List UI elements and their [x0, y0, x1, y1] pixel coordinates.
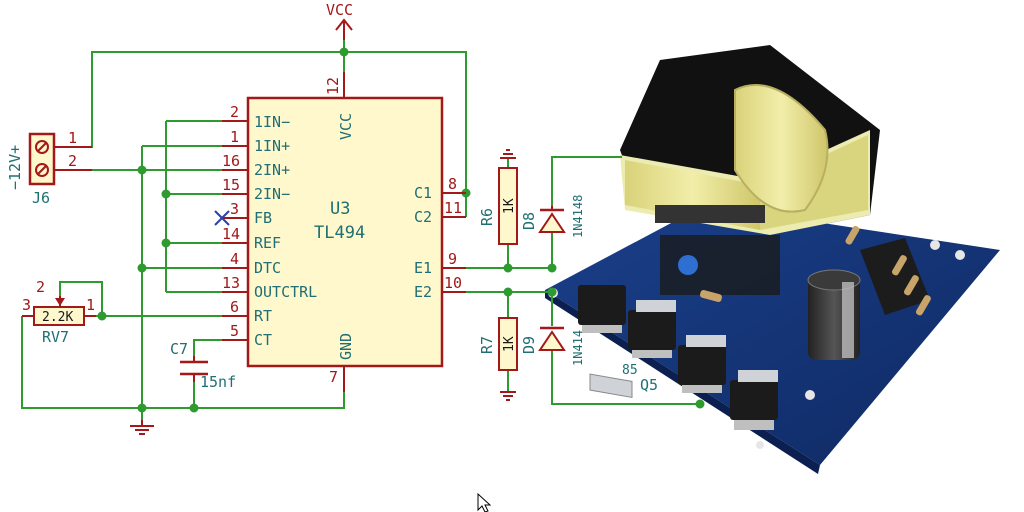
mosfet-q2	[628, 300, 676, 358]
junction-dots	[97, 47, 705, 413]
r7-value: 1K	[502, 336, 517, 352]
pin-name: 2IN+	[254, 161, 290, 179]
rv7-pin3: 3	[22, 296, 31, 314]
mosfet-q1	[578, 285, 633, 399]
rv7-pin1: 1	[86, 296, 95, 314]
ic-ref: U3	[330, 199, 350, 219]
inverter-board-photo: 85	[545, 45, 1000, 474]
capacitor-c7: C7 15nf	[170, 340, 236, 391]
pin-name: 1IN+	[254, 137, 290, 155]
j6-ref: J6	[32, 189, 50, 207]
resistor-part	[700, 289, 722, 303]
pin-num: 2	[230, 103, 239, 121]
r6-value: 1K	[502, 198, 517, 214]
ic-body	[246, 96, 444, 368]
potentiometer-rv7: 2.2K 2 3 1 RV7	[22, 278, 96, 346]
mosfet-q3	[678, 335, 726, 393]
ground-symbol-left	[130, 420, 154, 435]
pin-name: FB	[254, 209, 272, 227]
ic-left-pin-stubs	[222, 72, 466, 392]
r6-ref: R6	[478, 208, 496, 226]
pin-name: CT	[254, 331, 272, 349]
pin-num: 8	[448, 175, 457, 193]
no-connect-marker	[214, 210, 230, 226]
pin-num: 16	[222, 152, 240, 170]
ground-symbol-r6	[500, 149, 516, 159]
pin-name: REF	[254, 234, 281, 252]
vcc-label: VCC	[326, 1, 353, 19]
vcc-power-symbol: VCC	[326, 1, 353, 40]
d9-ref: D9	[520, 336, 538, 354]
j6-pin1: 1	[68, 129, 77, 147]
dip-ic	[860, 238, 930, 315]
c7-value: 15nf	[200, 373, 236, 391]
pin-num: 1	[230, 128, 239, 146]
vcc-pin-name: VCC	[337, 113, 355, 140]
rv7-ref: RV7	[42, 328, 69, 346]
connector-j6: 1 2 −12V+ J6	[6, 129, 92, 207]
pin-num: 14	[222, 225, 240, 243]
ceramic-capacitor	[678, 255, 698, 275]
pin-num: 13	[222, 274, 240, 292]
ground-symbol-r7	[500, 391, 516, 401]
c7-ref: C7	[170, 340, 188, 358]
d8-ref: D8	[520, 212, 538, 230]
d9-value: 1N414	[571, 330, 585, 366]
pin-num: 6	[230, 298, 239, 316]
pin-name: E2	[414, 283, 432, 301]
q5-label: Q5	[640, 376, 658, 394]
pin-num-bottom: 7	[329, 368, 338, 386]
pin-num: 11	[444, 199, 462, 217]
resistor-r7: 1K R7	[478, 317, 518, 371]
pin-name: C2	[414, 208, 432, 226]
ic-value: TL494	[314, 223, 365, 243]
pin-name: 2IN−	[254, 185, 290, 203]
pin-num: 3	[230, 200, 239, 218]
electrolytic-capacitor	[807, 269, 861, 360]
pin-name: C1	[414, 184, 432, 202]
resistor-r6: 1K R6	[478, 167, 518, 245]
transformer	[620, 45, 880, 295]
pin-num: 4	[230, 250, 239, 268]
pin-num-top: 12	[324, 77, 342, 95]
pin-num: 10	[444, 274, 462, 292]
ic-u3: 2 1 16 15 3 14 4 13 6 5 1IN− 1IN+ 2IN+ 2…	[214, 72, 466, 392]
d8-value: 1N4148	[571, 195, 585, 238]
mouse-cursor-icon	[477, 492, 492, 512]
board-label-num: 85	[622, 363, 638, 378]
pin-name: RT	[254, 307, 272, 325]
pin-name: 1IN−	[254, 113, 290, 131]
gnd-pin-name: GND	[337, 333, 355, 360]
diode-d9: D9 1N414	[520, 326, 585, 366]
rv7-value: 2.2K	[42, 310, 73, 325]
r7-ref: R7	[478, 336, 496, 354]
diode-d8: D8 1N4148	[520, 195, 585, 238]
pin-name: OUTCTRL	[254, 283, 317, 301]
pin-num: 5	[230, 322, 239, 340]
mosfet-q4	[730, 370, 778, 430]
j6-pin2: 2	[68, 152, 77, 170]
pin-num: 9	[448, 250, 457, 268]
pin-num: 15	[222, 176, 240, 194]
j6-label: −12V+	[6, 145, 24, 190]
pin-name: E1	[414, 259, 432, 277]
rv7-pin2: 2	[36, 278, 45, 296]
pin-name: DTC	[254, 259, 281, 277]
